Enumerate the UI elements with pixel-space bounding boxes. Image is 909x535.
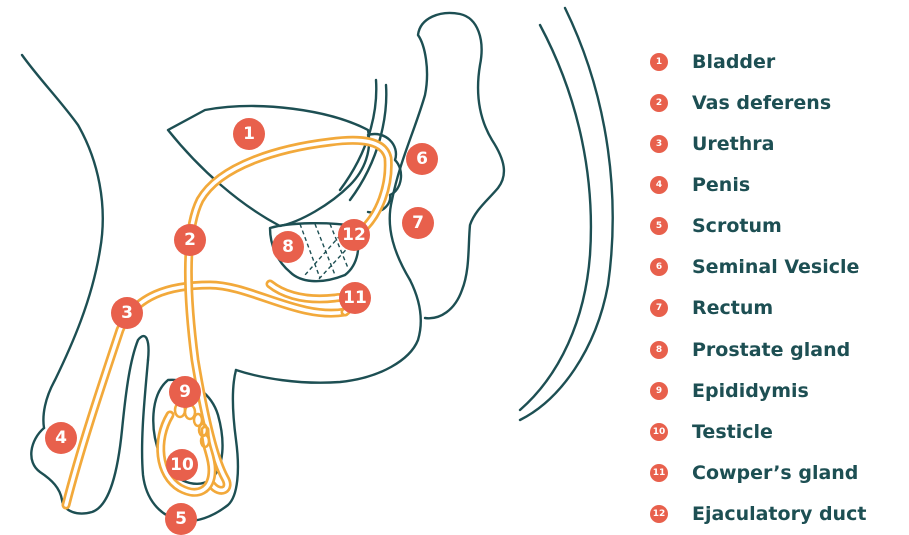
svg-text:3: 3 (121, 303, 133, 323)
svg-text:9: 9 (179, 382, 191, 402)
legend-badge: 2 (650, 94, 668, 112)
svg-text:6: 6 (416, 149, 428, 169)
outer-back-line-1 (520, 25, 591, 410)
svg-text:7: 7 (656, 303, 662, 313)
legend-item-testicle: 10 Testicle (650, 421, 773, 443)
legend-badge: 10 (650, 423, 668, 441)
legend-label: Bladder (692, 51, 776, 73)
svg-text:8: 8 (282, 237, 294, 257)
marker-6: 6 (406, 143, 438, 175)
legend-item-seminal-vesicle: 6 Seminal Vesicle (650, 256, 859, 278)
marker-7: 7 (402, 207, 434, 239)
legend-label: Prostate gland (692, 339, 850, 361)
legend-item-prostate-gland: 8 Prostate gland (650, 339, 850, 361)
svg-text:11: 11 (653, 468, 666, 478)
marker-1: 1 (233, 118, 265, 150)
svg-text:12: 12 (342, 225, 366, 245)
svg-text:2: 2 (656, 98, 662, 108)
svg-text:11: 11 (343, 288, 367, 308)
marker-4: 4 (45, 422, 77, 454)
legend-label: Rectum (692, 297, 773, 319)
legend-badge: 7 (650, 299, 668, 317)
legend-item-epididymis: 9 Epididymis (650, 380, 809, 402)
svg-text:5: 5 (656, 221, 662, 231)
marker-9: 9 (169, 376, 201, 408)
svg-text:1: 1 (243, 124, 255, 144)
marker-3: 3 (111, 297, 143, 329)
legend-label: Vas deferens (692, 92, 831, 114)
legend-item-ejaculatory-duct: 12 Ejaculatory duct (650, 503, 866, 525)
svg-text:1: 1 (656, 57, 662, 67)
legend-badge: 4 (650, 176, 668, 194)
legend-label: Ejaculatory duct (692, 503, 866, 525)
legend-label: Epididymis (692, 380, 809, 402)
body-front-outline (22, 55, 103, 428)
legend-badge: 3 (650, 135, 668, 153)
svg-text:10: 10 (653, 427, 666, 437)
legend-badge: 5 (650, 217, 668, 235)
marker-12: 12 (338, 219, 370, 251)
prostate-hatch-2 (315, 224, 335, 275)
svg-text:8: 8 (656, 345, 662, 355)
legend-label: Penis (692, 174, 750, 196)
legend-item-penis: 4 Penis (650, 174, 750, 196)
svg-text:10: 10 (170, 455, 194, 475)
marker-8: 8 (272, 231, 304, 263)
svg-text:4: 4 (55, 428, 67, 448)
marker-2: 2 (174, 224, 206, 256)
legend-item-rectum: 7 Rectum (650, 297, 773, 319)
svg-text:12: 12 (653, 509, 666, 519)
svg-text:9: 9 (656, 386, 662, 396)
legend: 1 Bladder 2 Vas deferens 3 Urethra 4 Pen… (650, 51, 866, 525)
legend-label: Seminal Vesicle (692, 256, 859, 278)
marker-5: 5 (165, 503, 197, 535)
svg-text:3: 3 (656, 139, 662, 149)
legend-badge: 12 (650, 505, 668, 523)
legend-badge: 9 (650, 382, 668, 400)
legend-item-bladder: 1 Bladder (650, 51, 776, 73)
outer-back-line-2 (520, 8, 613, 420)
legend-badge: 8 (650, 341, 668, 359)
legend-badge: 6 (650, 258, 668, 276)
legend-badge: 11 (650, 464, 668, 482)
legend-item-cowpers-gland: 11 Cowper’s gland (650, 462, 858, 484)
svg-text:2: 2 (184, 230, 196, 250)
legend-item-scrotum: 5 Scrotum (650, 215, 782, 237)
legend-label: Testicle (692, 421, 773, 443)
svg-text:7: 7 (412, 213, 424, 233)
legend-badge: 1 (650, 53, 668, 71)
marker-11: 11 (339, 282, 371, 314)
legend-label: Urethra (692, 133, 775, 155)
svg-text:6: 6 (656, 262, 662, 272)
marker-10: 10 (166, 449, 198, 481)
legend-item-urethra: 3 Urethra (650, 133, 775, 155)
back-outline (390, 13, 504, 318)
legend-label: Cowper’s gland (692, 462, 858, 484)
svg-text:4: 4 (656, 180, 662, 190)
svg-text:5: 5 (175, 509, 187, 529)
legend-item-vas-deferens: 2 Vas deferens (650, 92, 831, 114)
legend-label: Scrotum (692, 215, 782, 237)
